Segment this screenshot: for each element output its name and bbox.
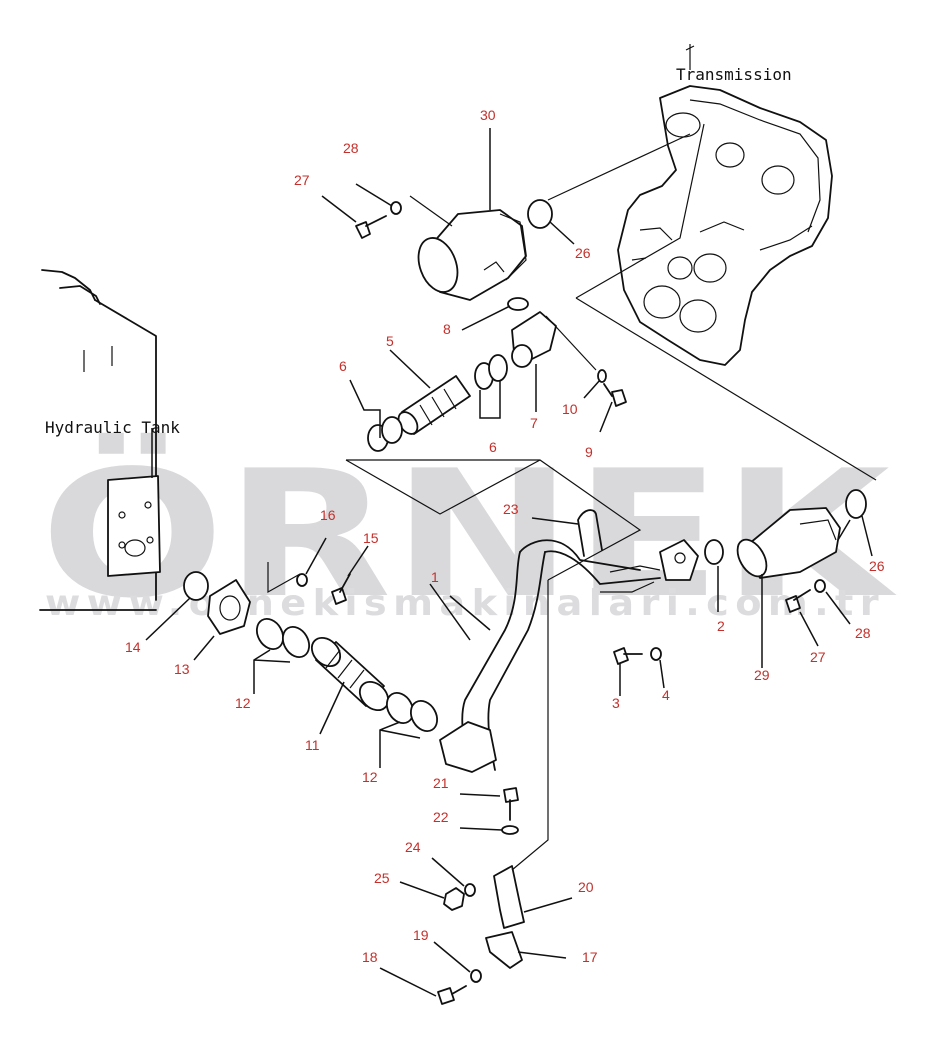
o-ring-26-right xyxy=(845,489,867,519)
bolt-27-top xyxy=(355,215,387,239)
washer-10 xyxy=(597,369,607,383)
callout-29: 29 xyxy=(754,667,770,683)
callout-21: 21 xyxy=(433,775,449,791)
hydraulic-tank: Hydraulic Tank xyxy=(39,269,180,611)
callout-19: 19 xyxy=(413,927,429,943)
hose-11 xyxy=(310,636,390,712)
leader-lines xyxy=(145,128,873,997)
washer-28-right xyxy=(814,579,826,593)
o-ring-14 xyxy=(183,571,209,601)
watermark-url: www.ornekismakinalari.com.tr xyxy=(45,583,885,624)
transmission-label: Transmission xyxy=(676,65,792,84)
watermark-brand: ÖRNEK xyxy=(40,432,897,637)
callout-26-top: 26 xyxy=(575,245,591,261)
callout-6-middle: 6 xyxy=(489,439,497,455)
nut-25 xyxy=(443,887,465,911)
callout-2: 2 xyxy=(717,618,725,634)
callout-5: 5 xyxy=(386,333,394,349)
callout-30: 30 xyxy=(480,107,496,123)
callout-3: 3 xyxy=(612,695,620,711)
clamps-6 xyxy=(367,354,508,452)
pump-assembly xyxy=(417,209,527,301)
callout-24: 24 xyxy=(405,839,421,855)
callout-25: 25 xyxy=(374,870,390,886)
callout-27-right: 27 xyxy=(810,649,826,665)
callout-22: 22 xyxy=(433,809,449,825)
bolt-21 xyxy=(503,787,519,821)
callout-14: 14 xyxy=(125,639,141,655)
washer-4 xyxy=(650,647,662,661)
callout-13: 13 xyxy=(174,661,190,677)
callout-4: 4 xyxy=(662,687,670,703)
hose-5 xyxy=(397,375,471,435)
washer-24 xyxy=(464,883,476,897)
callout-28-top: 28 xyxy=(343,140,359,156)
reference-lines xyxy=(267,123,877,871)
hydraulic-tank-label: Hydraulic Tank xyxy=(45,418,180,437)
clamps-12 xyxy=(255,618,439,732)
bolt-18 xyxy=(437,985,467,1005)
o-ring-2 xyxy=(704,539,724,565)
callout-16: 16 xyxy=(320,507,336,523)
callout-15: 15 xyxy=(363,530,379,546)
elbow-7 xyxy=(511,311,557,368)
bolt-15 xyxy=(331,573,351,605)
o-ring-26-top xyxy=(527,199,553,229)
callout-7: 7 xyxy=(530,415,538,431)
u-bolt-23 xyxy=(577,509,603,557)
washer-28-top xyxy=(390,201,402,215)
callout-10: 10 xyxy=(562,401,578,417)
callout-27-top: 27 xyxy=(294,172,310,188)
callout-6-left: 6 xyxy=(339,358,347,374)
callouts: 1 2 3 4 5 6 6 7 8 9 10 11 12 12 13 14 15… xyxy=(125,107,885,965)
washer-16 xyxy=(296,573,308,587)
callout-26-right: 26 xyxy=(869,558,885,574)
washer-22 xyxy=(501,825,519,835)
callout-12-right: 12 xyxy=(362,769,378,785)
callout-8: 8 xyxy=(443,321,451,337)
washer-19 xyxy=(470,969,482,983)
bracket-17 xyxy=(485,931,523,969)
flange-13 xyxy=(207,579,251,635)
bolt-27-right xyxy=(785,589,811,613)
bracket-20 xyxy=(493,865,525,929)
o-ring-8 xyxy=(507,297,529,311)
callout-20: 20 xyxy=(578,879,594,895)
pipe-1 xyxy=(439,539,699,773)
callout-1: 1 xyxy=(431,569,439,585)
callout-11: 11 xyxy=(305,737,320,753)
callout-12-left: 12 xyxy=(235,695,251,711)
callout-17: 17 xyxy=(582,949,598,965)
callout-9: 9 xyxy=(585,444,593,460)
bolt-3 xyxy=(613,647,643,665)
bolt-9 xyxy=(603,383,627,407)
callout-23: 23 xyxy=(503,501,519,517)
transmission-housing: Transmission xyxy=(617,44,833,366)
watermark: ÖRNEK www.ornekismakinalari.com.tr xyxy=(40,432,897,637)
callout-28-right: 28 xyxy=(855,625,871,641)
callout-18: 18 xyxy=(362,949,378,965)
